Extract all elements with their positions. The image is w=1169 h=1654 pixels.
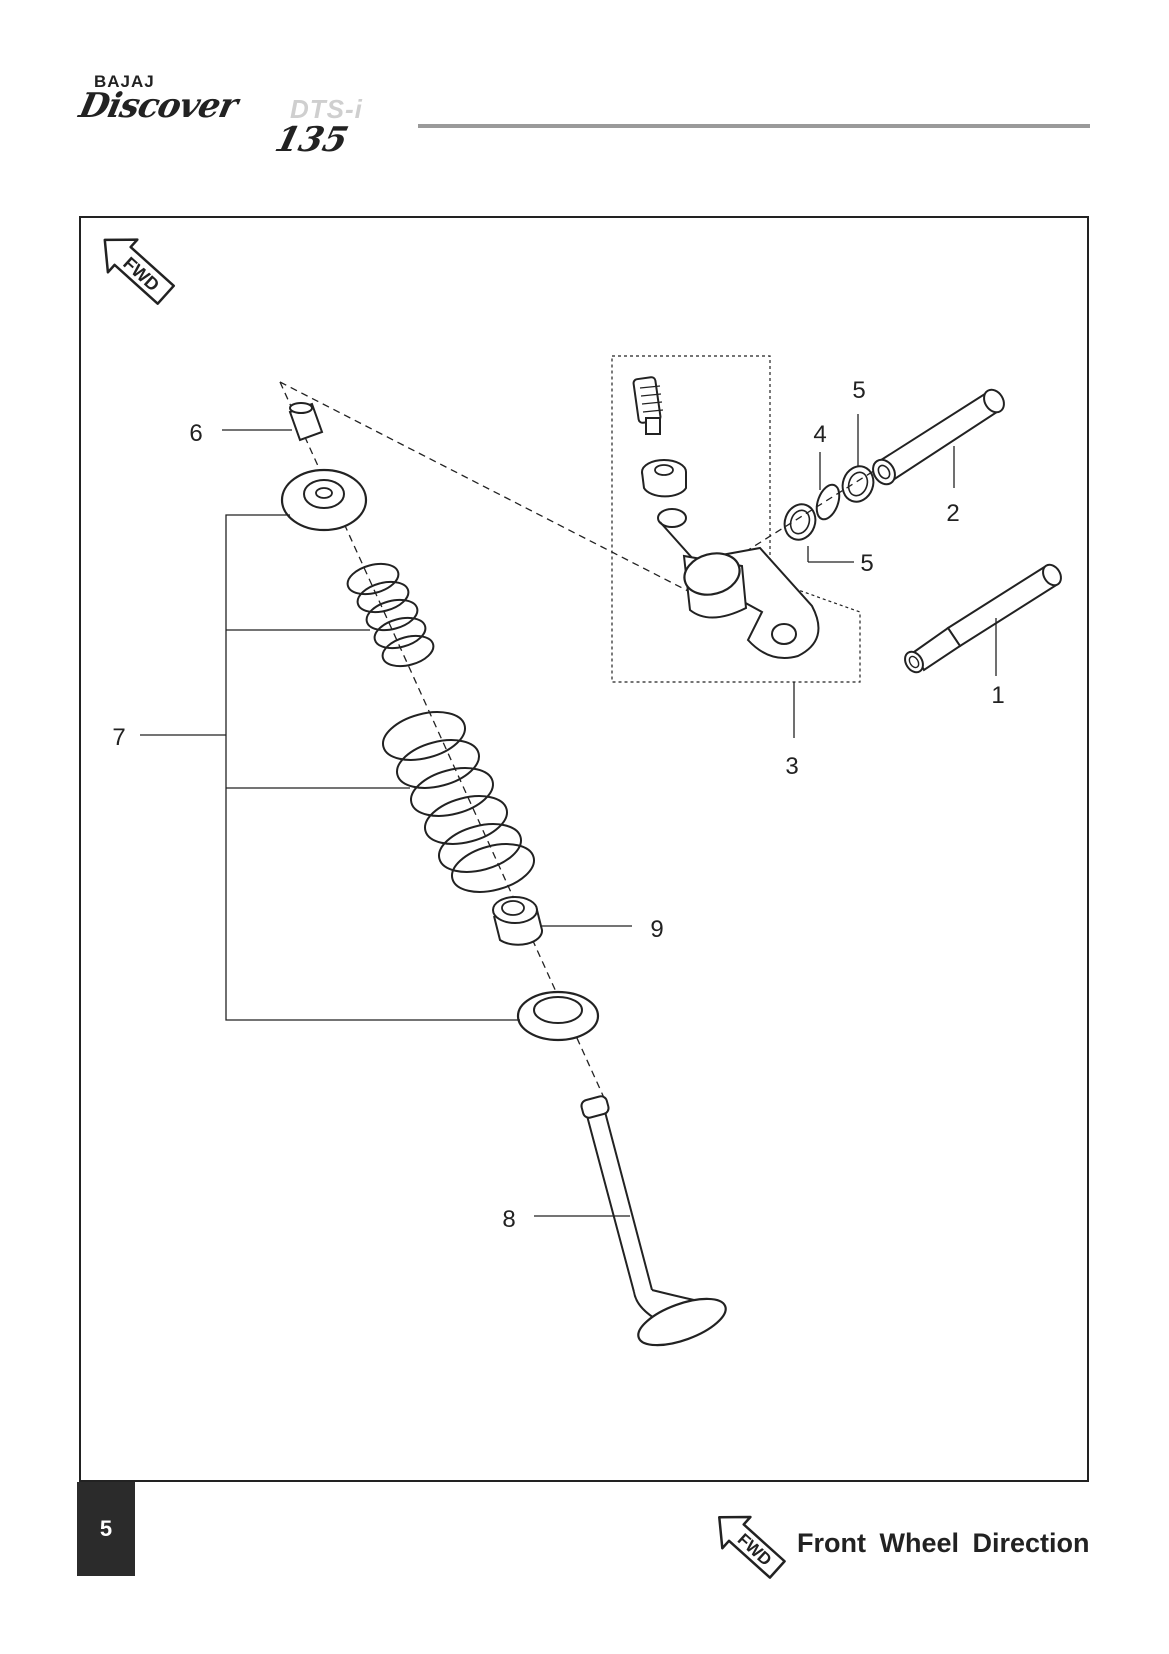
- fwd-legend-icon: FWD: [718, 1515, 786, 1579]
- callout-8: 8: [502, 1206, 515, 1233]
- rocker-arm: [657, 508, 820, 659]
- rocker-axis-line: [279, 381, 691, 593]
- callout-3: 3: [785, 753, 798, 780]
- rocker-lock-nut: [641, 459, 687, 498]
- callout-2: 2: [946, 500, 959, 527]
- washer-lower: [783, 503, 817, 541]
- callout-9: 9: [650, 916, 663, 943]
- page-number: 5: [77, 1482, 135, 1576]
- engine-valve: [580, 1095, 727, 1347]
- callout-leaders: [140, 414, 997, 1217]
- bajaj-discover-logo: BAJAJ Discover DTS-i 135: [76, 72, 416, 162]
- callout-6: 6: [189, 420, 202, 447]
- header-rule: [418, 124, 1090, 128]
- spring-seat-washer: [516, 990, 600, 1042]
- rocker-assembly-box: [611, 355, 861, 683]
- fwd-legend-text: Front Wheel Direction: [797, 1528, 1090, 1558]
- valve-cotter: [288, 402, 324, 442]
- valve-stem-seal: [492, 896, 544, 946]
- outer-valve-spring: [382, 711, 535, 893]
- callout-4: 4: [813, 421, 826, 448]
- brand-name: BAJAJ: [94, 72, 155, 91]
- diagram-frame: [79, 216, 1089, 1482]
- callout-5-lower: 5: [860, 550, 873, 577]
- spring-retainer: [280, 468, 368, 532]
- callout-7: 7: [112, 724, 125, 751]
- fwd-badge-icon: FWD: [103, 238, 176, 305]
- washer-spacer: [815, 483, 841, 521]
- callout-5-upper: 5: [852, 377, 865, 404]
- callout-1: 1: [991, 682, 1004, 709]
- rocker-shaft-axis-line: [744, 466, 881, 553]
- inner-valve-spring: [346, 562, 435, 668]
- rocker-adjuster-screw: [632, 376, 664, 435]
- rocker-shaft: [872, 388, 1005, 486]
- model-variant: DTS-i: [290, 94, 363, 124]
- washer-upper: [841, 465, 875, 503]
- rocker-pin: [904, 563, 1062, 674]
